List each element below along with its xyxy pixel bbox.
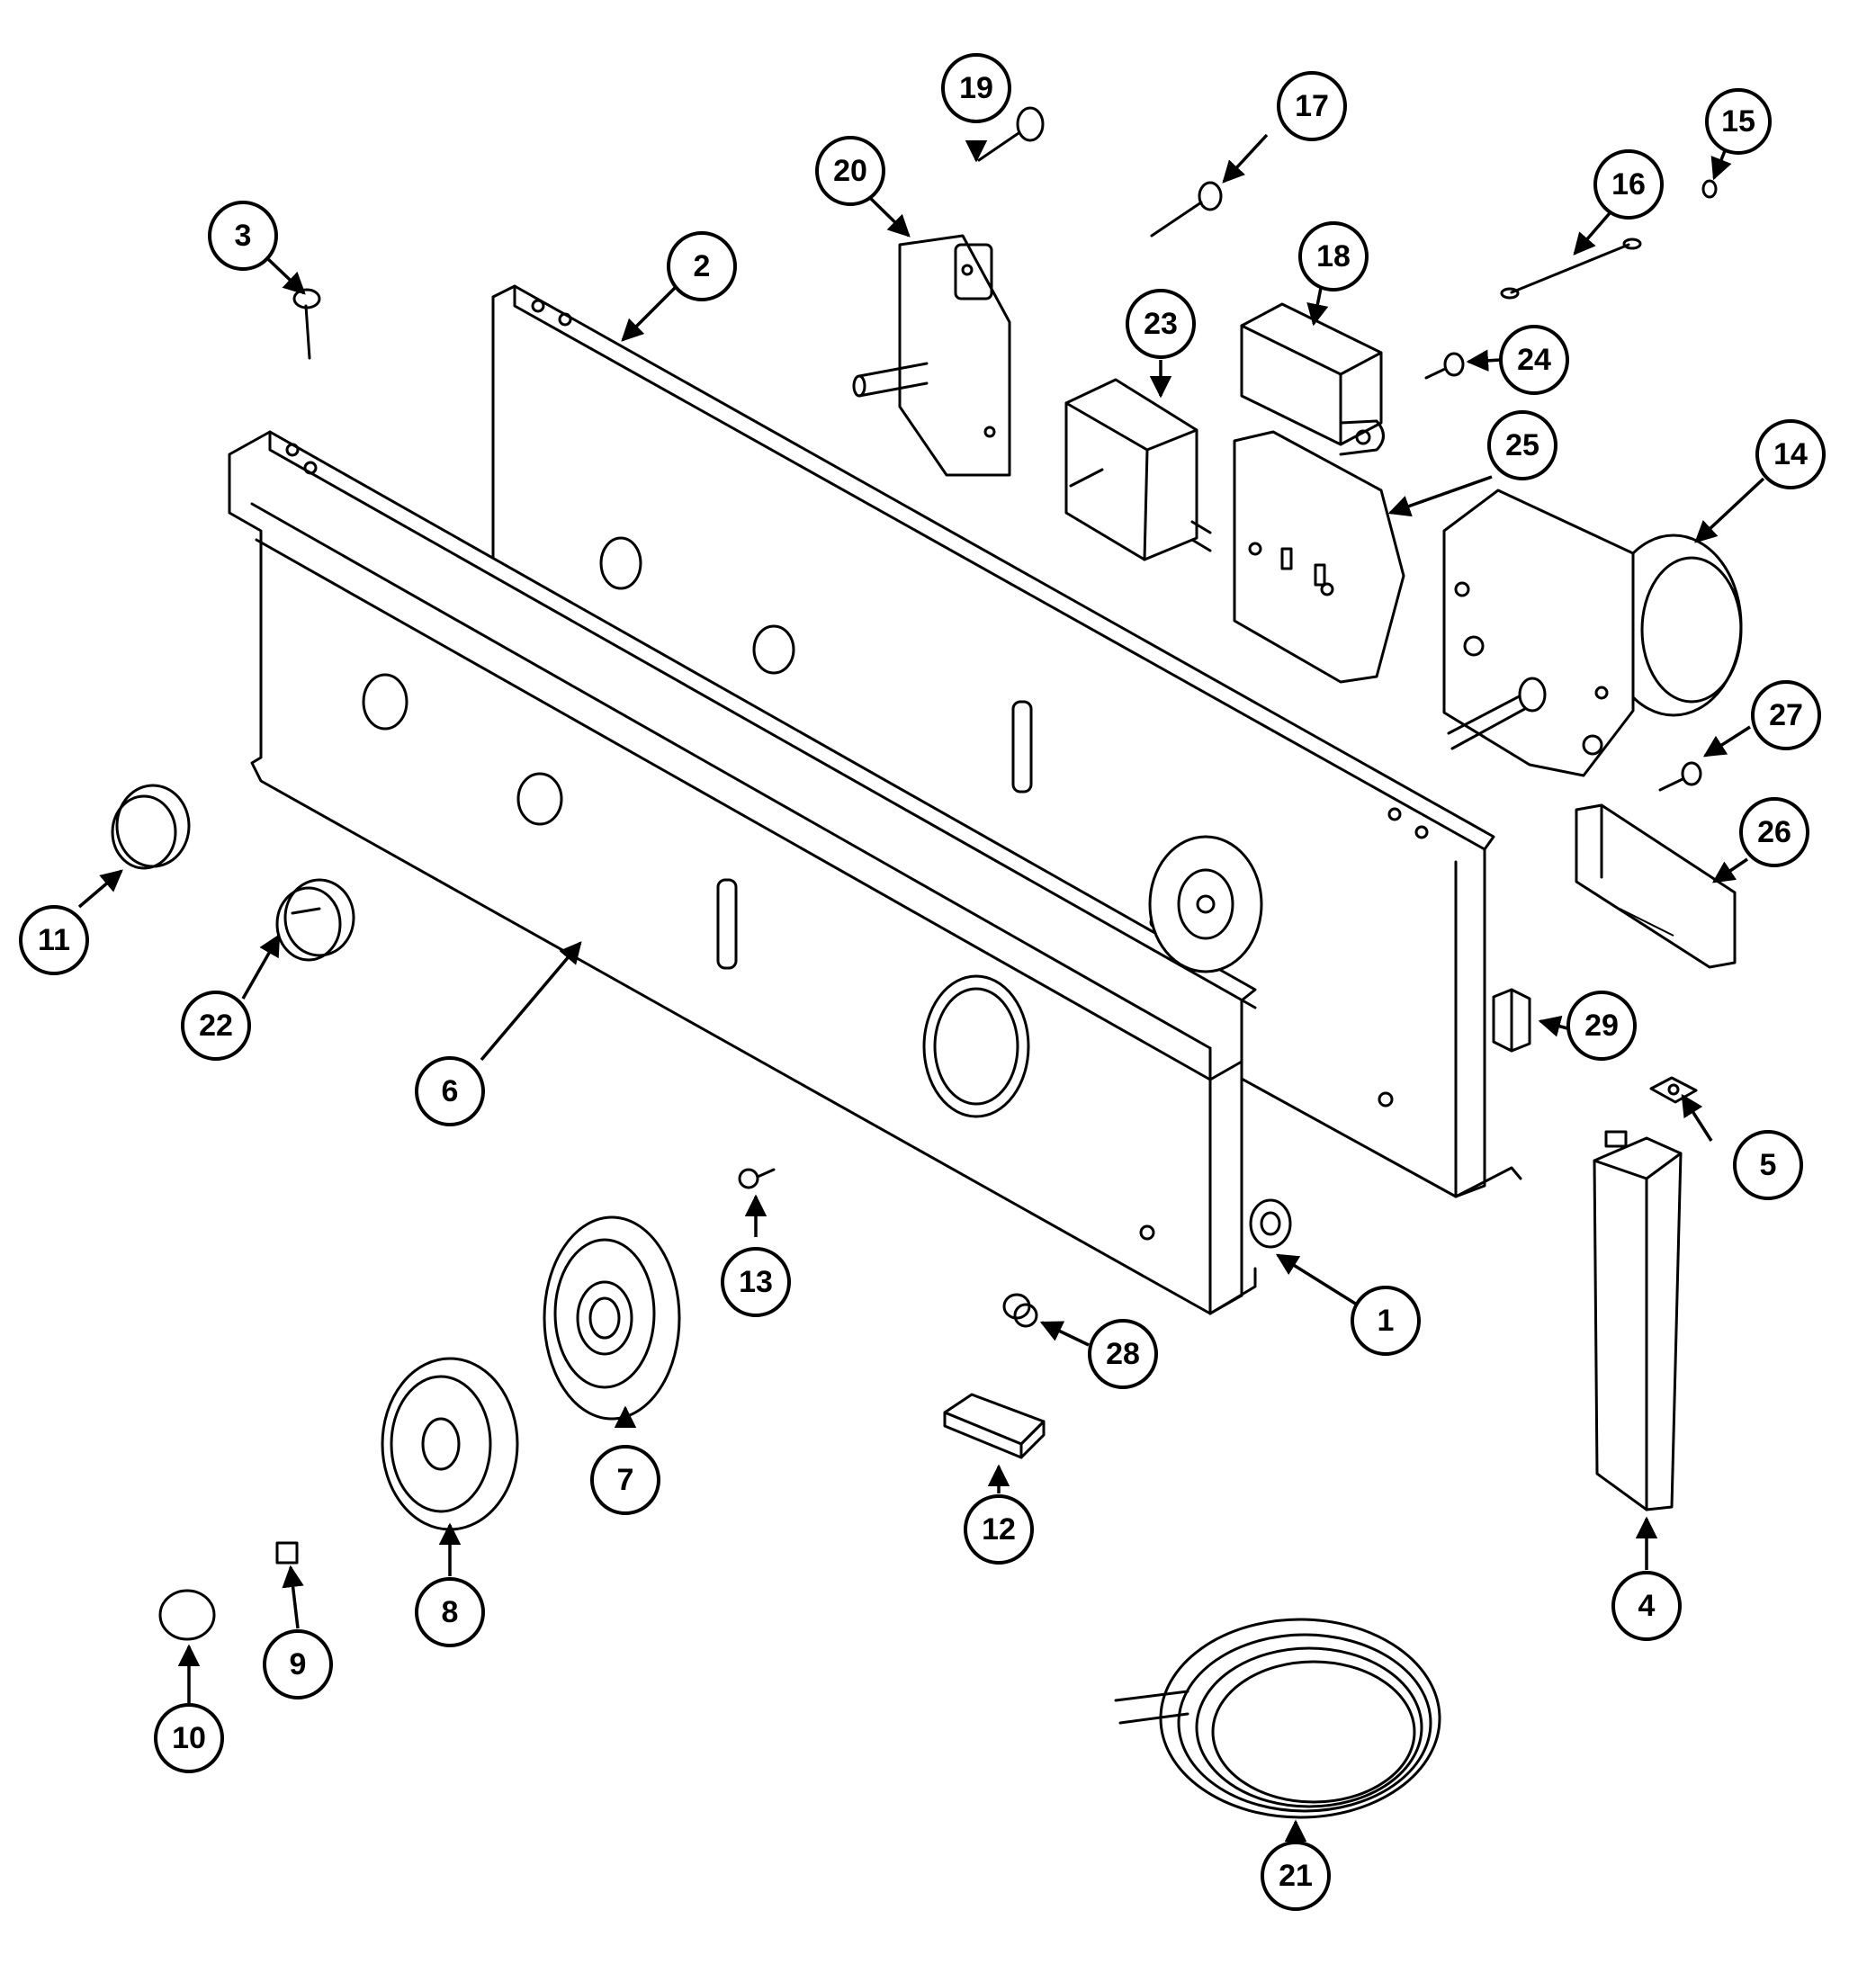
side-trim-part [1593,1130,1683,1511]
callout-3: 3 [208,201,278,271]
wire-harness-part [1114,1618,1441,1819]
screw-24-part [1424,352,1465,380]
grommet-part [1249,1198,1292,1249]
callout-label: 26 [1757,815,1791,849]
cap-part [158,1589,216,1641]
pin-part [1701,179,1718,199]
callout-1: 1 [1351,1286,1421,1356]
callout-label: 24 [1517,343,1551,377]
relay-part [1240,302,1385,456]
screw-17-part [1150,181,1223,238]
callout-12: 12 [964,1494,1034,1565]
knob-skirt-part [543,1215,681,1421]
selector-switch-part [1064,378,1212,561]
callout-2: 2 [667,231,737,301]
callout-29: 29 [1566,991,1637,1061]
callout-20: 20 [815,136,885,206]
callout-28: 28 [1088,1319,1158,1389]
callout-label: 21 [1279,1859,1313,1893]
callout-10: 10 [154,1703,224,1773]
callout-24: 24 [1499,325,1569,395]
callout-label: 15 [1721,104,1755,139]
callout-label: 25 [1505,428,1539,462]
callout-18: 18 [1298,221,1369,291]
callout-label: 7 [617,1463,634,1497]
callout-label: 14 [1773,437,1808,471]
button-knob-part [111,784,191,870]
clip-part [1649,1076,1698,1104]
small-block-part [1492,988,1531,1053]
callout-label: 20 [833,154,867,188]
callout-label: 1 [1378,1304,1395,1338]
callout-6: 6 [415,1056,485,1126]
callout-label: 29 [1584,1009,1619,1043]
callout-label: 2 [694,249,711,283]
callout-label: 9 [290,1647,307,1682]
callout-8: 8 [415,1577,485,1647]
callout-23: 23 [1126,289,1196,359]
callout-label: 17 [1295,89,1329,123]
callout-label: 11 [38,923,70,957]
callout-label: 6 [442,1074,459,1108]
callout-25: 25 [1487,410,1557,480]
circuit-board-part [1575,803,1737,969]
callout-7: 7 [590,1445,660,1515]
callout-label: 18 [1316,239,1351,274]
relay-bracket-part [1233,430,1405,684]
callout-label: 19 [959,71,993,105]
small-knob-part [275,878,355,962]
callout-26: 26 [1739,797,1809,867]
callout-label: 4 [1638,1589,1656,1623]
callout-label: 28 [1106,1337,1140,1371]
callout-label: 8 [442,1595,459,1629]
clip-9-part [275,1541,299,1565]
knob-part [381,1357,519,1531]
callout-label: 23 [1144,307,1178,341]
callout-label: 27 [1769,698,1803,732]
screw-3-part [292,288,321,360]
push-button-part [1002,1293,1038,1328]
callout-16: 16 [1593,149,1664,220]
callout-15: 15 [1705,88,1772,155]
screw-19-part [977,106,1045,162]
callout-5: 5 [1733,1130,1803,1200]
callout-22: 22 [181,991,251,1061]
callout-9: 9 [263,1629,333,1699]
callout-27: 27 [1751,680,1821,750]
callout-11: 11 [19,905,89,975]
callout-label: 16 [1611,167,1646,202]
wire-lead-part [1500,238,1642,300]
knob-mount-part [1148,835,1263,973]
callout-label: 3 [235,219,252,253]
leader-lines [77,133,1765,1843]
callout-21: 21 [1261,1841,1331,1911]
callout-17: 17 [1277,71,1347,141]
callout-label: 22 [199,1009,233,1043]
pad-part [943,1393,1046,1459]
callout-13: 13 [721,1247,791,1317]
callout-label: 5 [1760,1148,1777,1182]
callout-label: 10 [172,1721,206,1755]
callout-19: 19 [941,53,1011,123]
callout-14: 14 [1755,419,1826,489]
screw-13-part [738,1168,776,1189]
callout-4: 4 [1611,1571,1682,1641]
switch-bracket-part [852,234,1011,477]
timer-part [1442,489,1743,777]
screw-27-part [1658,761,1702,792]
callout-label: 13 [739,1265,773,1299]
callout-label: 12 [982,1512,1016,1547]
front-control-panel-part [228,430,1257,1315]
